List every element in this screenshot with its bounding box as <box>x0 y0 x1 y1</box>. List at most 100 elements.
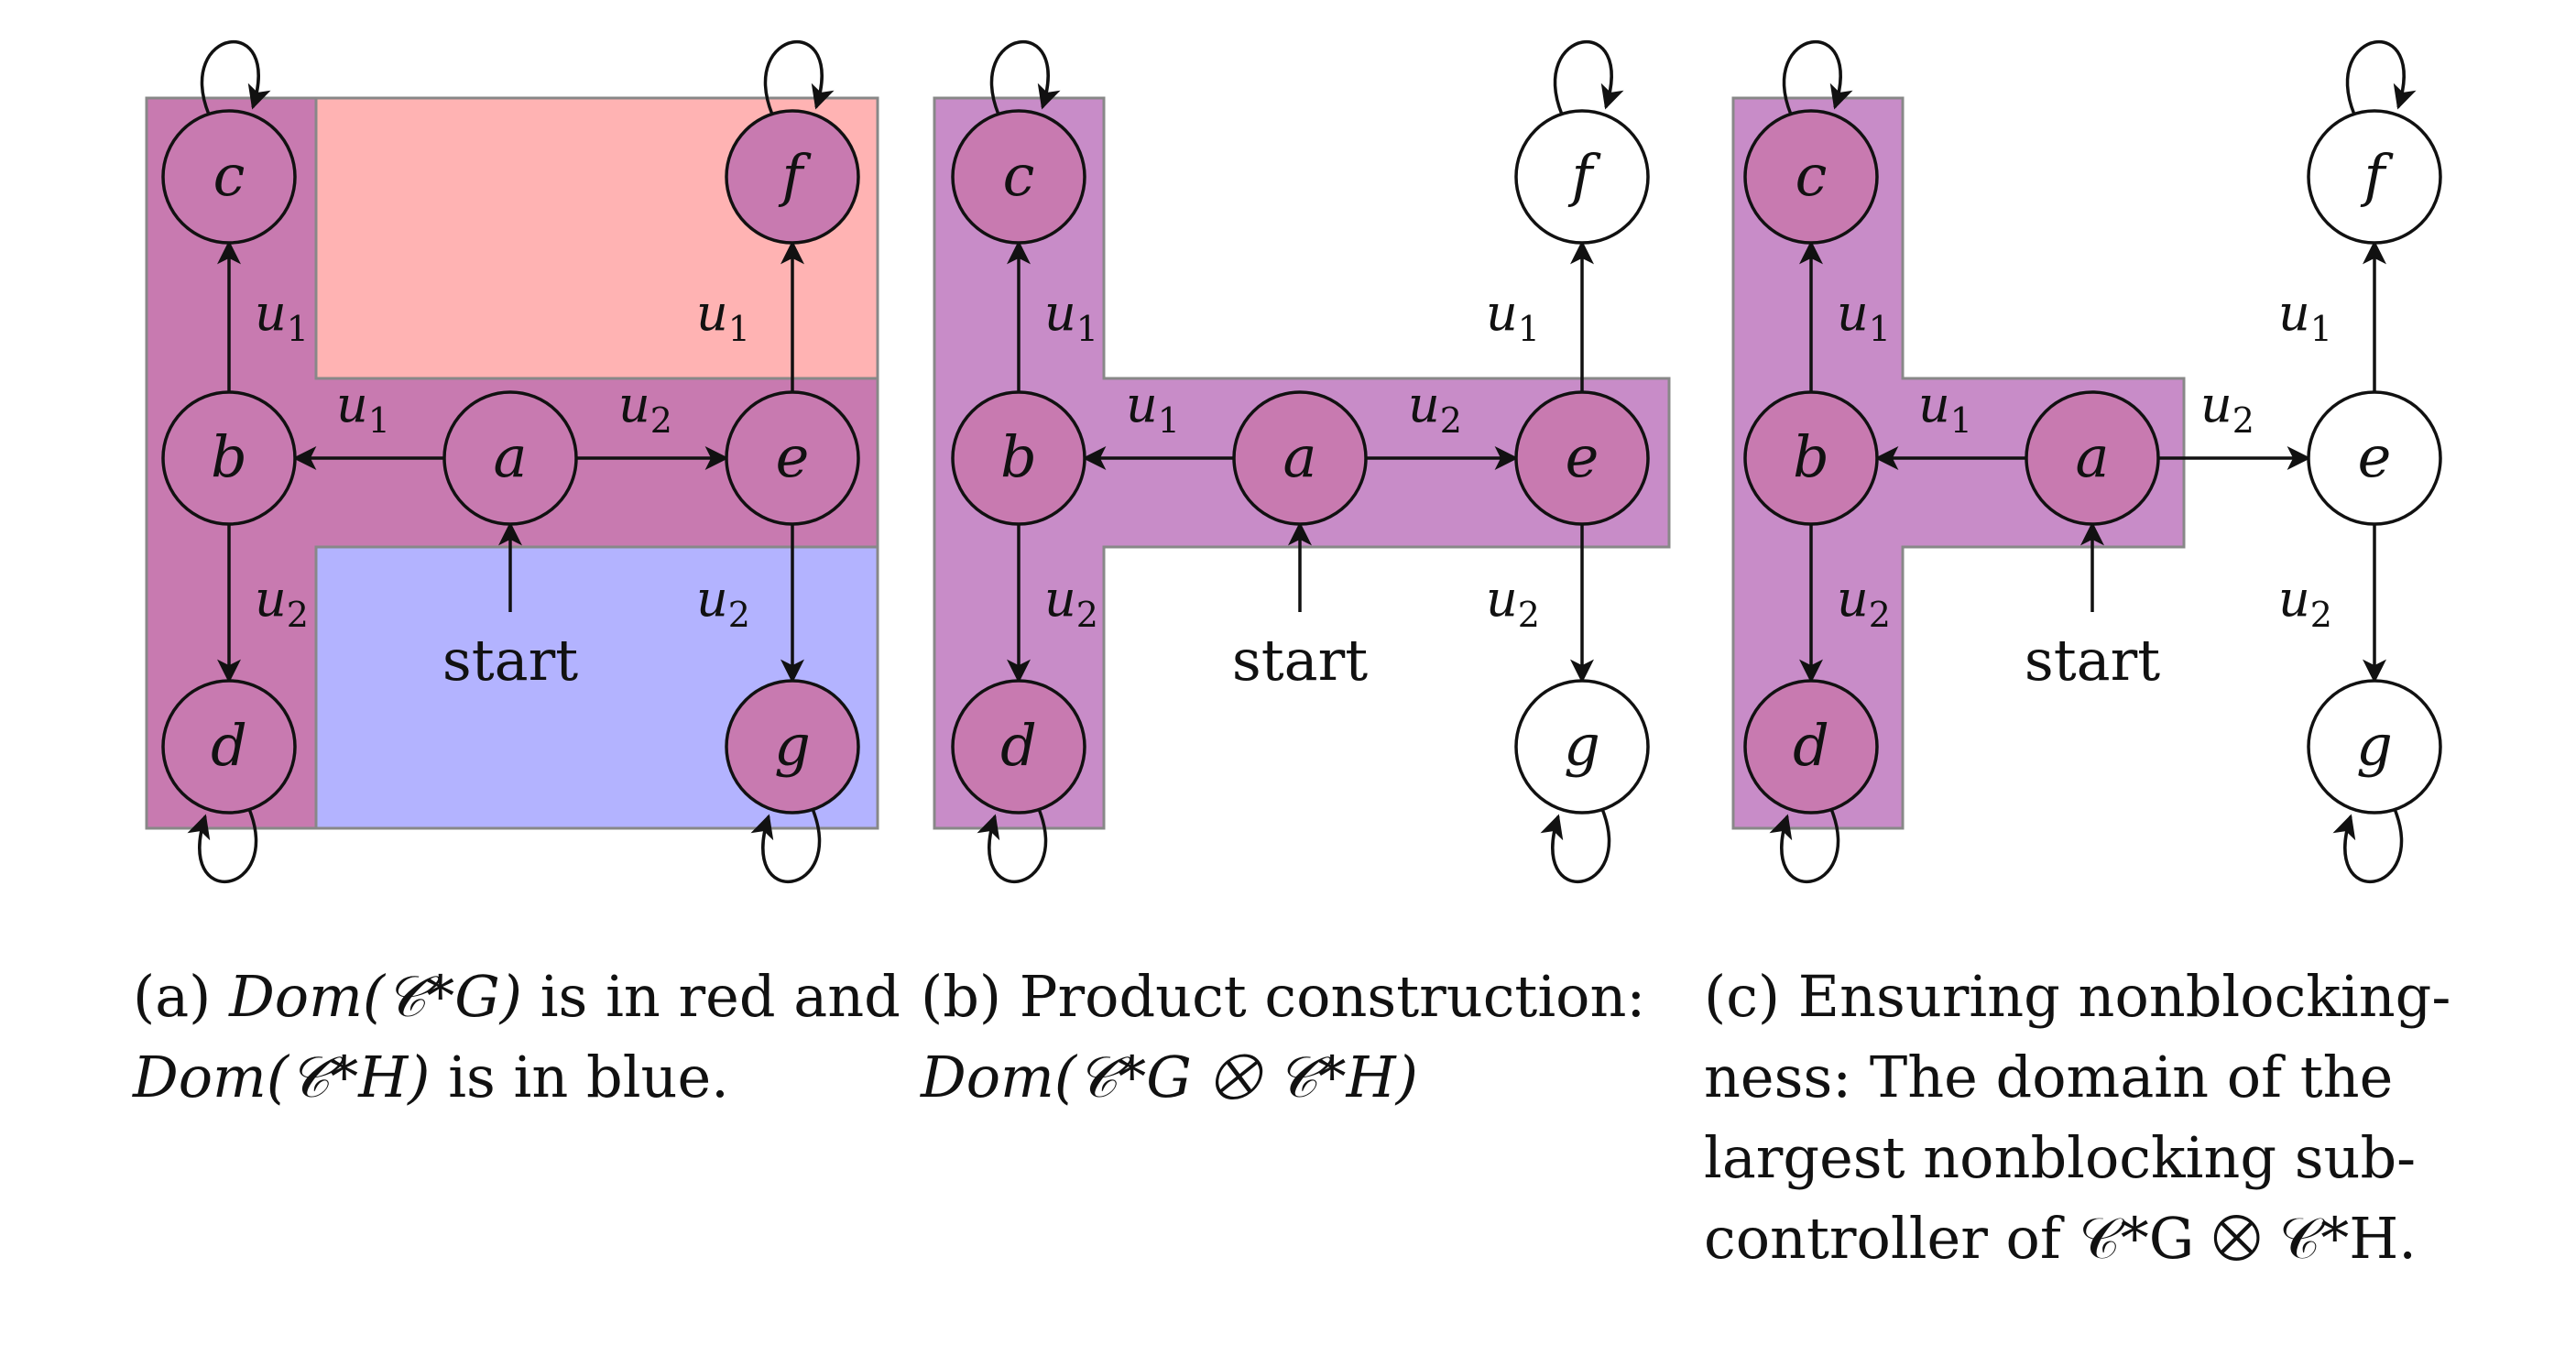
node-a: a <box>1232 390 1368 526</box>
self-loop-g <box>2332 808 2404 884</box>
node-c: c <box>951 109 1086 245</box>
node-d-label: d <box>211 712 247 779</box>
node-a-label: a <box>494 423 528 490</box>
caption-c-line3: largest nonblocking sub- <box>1704 1124 2417 1191</box>
self-loop-c <box>200 39 271 115</box>
node-c-label: c <box>1796 142 1828 209</box>
start-label: start <box>442 627 578 694</box>
self-loop-d <box>977 808 1048 884</box>
node-g: g <box>725 679 860 815</box>
node-b-label: b <box>1000 423 1037 490</box>
label-b-c: u1 <box>1044 284 1098 349</box>
node-c-label: c <box>1003 142 1035 209</box>
label-e-g: u2 <box>1486 570 1540 635</box>
caption-a-suffix: is in blue. <box>430 1044 729 1110</box>
node-d-circle <box>1743 679 1879 815</box>
node-c-circle <box>951 109 1086 245</box>
node-b-label: b <box>211 423 247 490</box>
caption-c-line4: controller of 𝒞*G ⨂ 𝒞*H. <box>1704 1205 2417 1272</box>
self-loop-g <box>1540 808 1611 884</box>
node-e: e <box>2307 390 2442 526</box>
self-loop-g <box>750 808 822 884</box>
node-a-circle <box>442 390 578 526</box>
node-e-label: e <box>776 423 810 490</box>
label-a-e: u2 <box>1408 376 1462 441</box>
node-c: c <box>1743 109 1879 245</box>
node-f: f <box>1514 109 1650 245</box>
node-d-label: d <box>1793 712 1829 779</box>
node-f-circle <box>1514 109 1650 245</box>
self-loop-f <box>2345 39 2417 115</box>
node-g: g <box>1514 679 1650 815</box>
node-a-label: a <box>1283 423 1317 490</box>
node-b-label: b <box>1793 423 1829 490</box>
node-f-circle <box>2307 109 2442 245</box>
node-c-circle <box>161 109 297 245</box>
node-g-circle <box>725 679 860 815</box>
label-b-c: u1 <box>1837 284 1891 349</box>
node-e: e <box>725 390 860 526</box>
caption-b-line2: Dom(𝒞*G ⨂ 𝒞*H) <box>921 1044 1418 1110</box>
node-e: e <box>1514 390 1650 526</box>
caption-b-line1: (b) Product construction: <box>921 963 1646 1030</box>
node-e-circle <box>1514 390 1650 526</box>
node-b: b <box>1743 390 1879 526</box>
node-c-circle <box>1743 109 1879 245</box>
node-c-label: c <box>213 142 246 209</box>
node-e-label: e <box>2358 423 2392 490</box>
node-g-label: g <box>2356 712 2393 779</box>
edges-a <box>187 39 835 884</box>
node-b-circle <box>951 390 1086 526</box>
label-e-f: u1 <box>1486 284 1540 349</box>
node-g: g <box>2307 679 2442 815</box>
label-e-g: u2 <box>2278 570 2332 635</box>
caption-a-line1: (a) Dom(𝒞*G) is in red and <box>133 957 901 1037</box>
label-b-d: u2 <box>1837 570 1891 635</box>
label-a-b: u1 <box>1126 376 1180 441</box>
label-a-b: u1 <box>336 376 390 441</box>
self-loop-d <box>187 808 258 884</box>
node-d-circle <box>161 679 297 815</box>
node-d: d <box>161 679 297 815</box>
node-d: d <box>1743 679 1879 815</box>
node-a-circle <box>2025 390 2160 526</box>
label-a-b: u1 <box>1918 376 1972 441</box>
node-g-circle <box>1514 679 1650 815</box>
caption-c-line1: (c) Ensuring nonblocking- <box>1704 963 2451 1030</box>
node-c: c <box>161 109 297 245</box>
caption-a-mid: is in red and <box>522 963 901 1030</box>
node-f: f <box>2307 109 2442 245</box>
edges-c <box>1769 39 2417 884</box>
caption-c: (c) Ensuring nonblocking- ness: The doma… <box>1704 957 2464 1279</box>
node-b: b <box>951 390 1086 526</box>
node-g-label: g <box>1564 712 1600 779</box>
node-e-label: e <box>1566 423 1599 490</box>
node-a: a <box>442 390 578 526</box>
node-d-circle <box>951 679 1086 815</box>
node-b: b <box>161 390 297 526</box>
start-label: start <box>2025 627 2160 694</box>
self-loop-c <box>989 39 1061 115</box>
label-e-f: u1 <box>2278 284 2332 349</box>
caption-a-prefix: (a) <box>133 963 230 1030</box>
node-d-label: d <box>1000 712 1037 779</box>
node-g-label: g <box>774 712 811 779</box>
node-b-circle <box>1743 390 1879 526</box>
node-a-label: a <box>2076 423 2110 490</box>
node-a: a <box>2025 390 2160 526</box>
caption-a-dom-h: Dom(𝒞*H) <box>133 1044 431 1110</box>
caption-c-line2: ness: The domain of the <box>1704 1044 2394 1110</box>
label-e-f: u1 <box>696 284 750 349</box>
node-f-circle <box>725 109 860 245</box>
label-a-e: u2 <box>618 376 672 441</box>
label-e-g: u2 <box>696 570 750 635</box>
node-f: f <box>725 109 860 245</box>
node-b-circle <box>161 390 297 526</box>
caption-a-dom-g: Dom(𝒞*G) <box>229 963 522 1030</box>
self-loop-f <box>763 39 835 115</box>
caption-a: (a) Dom(𝒞*G) is in red and Dom(𝒞*H) is i… <box>133 957 901 1118</box>
node-g-circle <box>2307 679 2442 815</box>
